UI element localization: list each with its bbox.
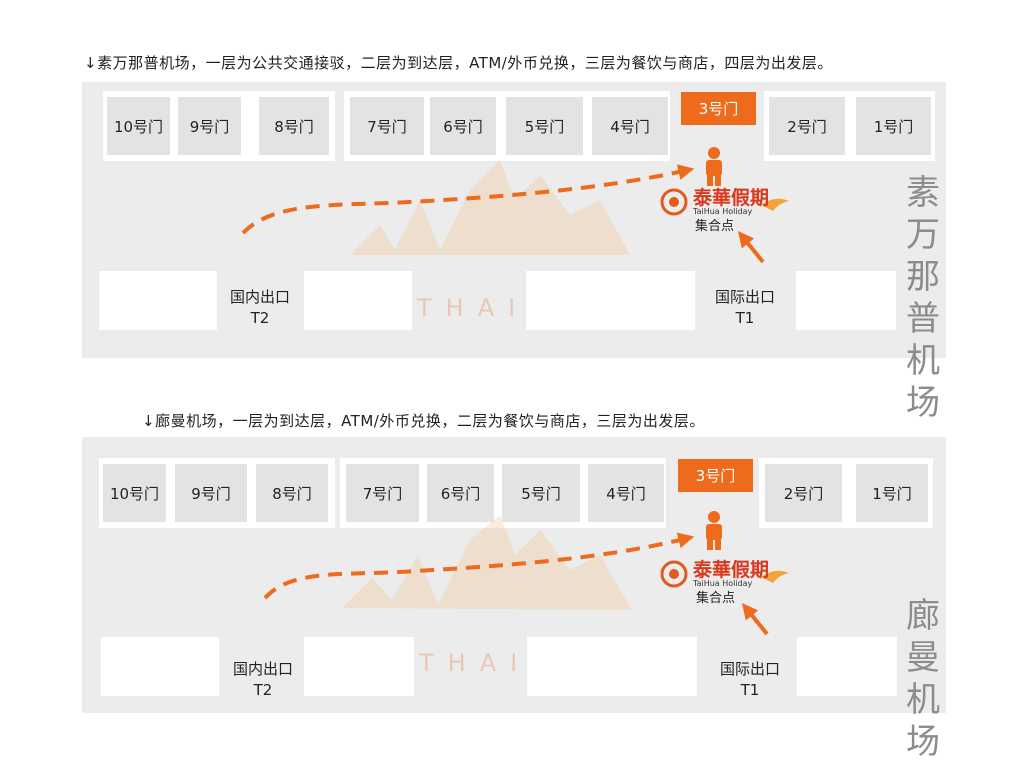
exit-block-1 [99,271,217,330]
gate-10: 10号门 [103,464,166,522]
exit-block-4 [797,637,897,696]
gate-5: 5号门 [502,464,580,522]
title-char: 曼 [906,638,940,678]
exit-block-2 [304,637,414,696]
meeting-point-label: 集合点 [696,591,736,606]
gate-4: 4号门 [592,97,668,155]
gate-2: 2号门 [765,464,842,522]
domestic-exit-label: 国内出口 T2 [222,659,304,701]
suvarnabhumi-map: THAIL 10号门 9号门 8号门 7号门 6号门 5号门 4号门 3号门 2… [82,82,946,358]
title-char: 场 [906,383,940,423]
gate-1: 1号门 [856,97,931,155]
title-char: 万 [906,215,940,255]
meeting-point-label: 集合点 [695,219,735,234]
gate-9: 9号门 [175,464,247,522]
title-char: 廊 [906,596,940,636]
gate-6: 6号门 [427,464,494,522]
gate-5: 5号门 [506,97,583,155]
gate-6: 6号门 [430,97,496,155]
brand-logo-icon [660,188,789,216]
gate-3-highlighted: 3号门 [678,459,753,492]
suvarnabhumi-vertical-title: 素 万 那 普 机 场 [903,172,943,424]
title-char: 那 [906,257,940,297]
donmueang-map: THAIL 10号门 9号门 8号门 7号门 6号门 5号门 4号门 3号门 2… [82,437,946,713]
brand-logo-icon [660,560,789,588]
international-exit-text: 国际出口 [714,288,775,306]
terminal-t1: T1 [735,309,755,327]
terminal-t1: T1 [740,681,760,699]
brand-logo: 泰華假期 TaiHua Holiday [657,183,797,223]
title-char: 机 [906,341,940,381]
watermark-text: THAIL [417,294,557,322]
gate-10: 10号门 [107,97,170,155]
brand-name-cn: 泰華假期 [693,559,770,581]
title-char: 场 [906,722,940,762]
suvarnabhumi-caption: ↓素万那普机场，一层为公共交通接驳，二层为到达层，ATM/外币兑换，三层为餐饮与… [84,54,833,72]
exit-block-3 [527,637,697,696]
exit-block-2 [304,271,412,330]
terminal-t2: T2 [253,681,273,699]
exit-block-4 [796,271,896,330]
person-icon [706,511,722,550]
gate-7: 7号门 [350,97,424,155]
person-icon [706,147,722,186]
gate-1: 1号门 [856,464,928,522]
title-char: 机 [906,680,940,720]
brand-name-en: TaiHua Holiday [693,207,753,216]
title-char: 素 [906,173,940,213]
exit-block-1 [101,637,219,696]
brand-name-en: TaiHua Holiday [693,579,753,588]
terminal-t2: T2 [250,309,270,327]
dashed-route [241,164,695,235]
domestic-exit-label: 国内出口 T2 [219,287,301,329]
donmueang-vertical-title: 廊 曼 机 场 [903,595,943,763]
gate-2: 2号门 [769,97,845,155]
arrow-icon [737,231,765,264]
gate-8: 8号门 [256,464,328,522]
arrow-icon [741,603,769,636]
gate-9: 9号门 [178,97,241,155]
gate-4: 4号门 [588,464,664,522]
domestic-exit-text: 国内出口 [229,288,290,306]
brand-logo: 泰華假期 TaiHua Holiday [657,555,797,595]
international-exit-label: 国际出口 T1 [703,287,787,329]
international-exit-label: 国际出口 T1 [706,659,794,701]
gate-8: 8号门 [259,97,329,155]
international-exit-text: 国际出口 [719,660,780,678]
title-char: 普 [906,299,940,339]
dashed-route [263,532,695,600]
domestic-exit-text: 国内出口 [232,660,293,678]
gate-3-highlighted: 3号门 [681,92,756,125]
exit-block-3 [526,271,695,330]
gate-7: 7号门 [346,464,419,522]
donmueang-caption: ↓廊曼机场，一层为到达层，ATM/外币兑换，二层为餐饮与商店，三层为出发层。 [142,412,705,430]
skyline-illustration [342,160,632,610]
watermark-text: THAIL [419,649,559,677]
brand-name-cn: 泰華假期 [693,187,770,209]
